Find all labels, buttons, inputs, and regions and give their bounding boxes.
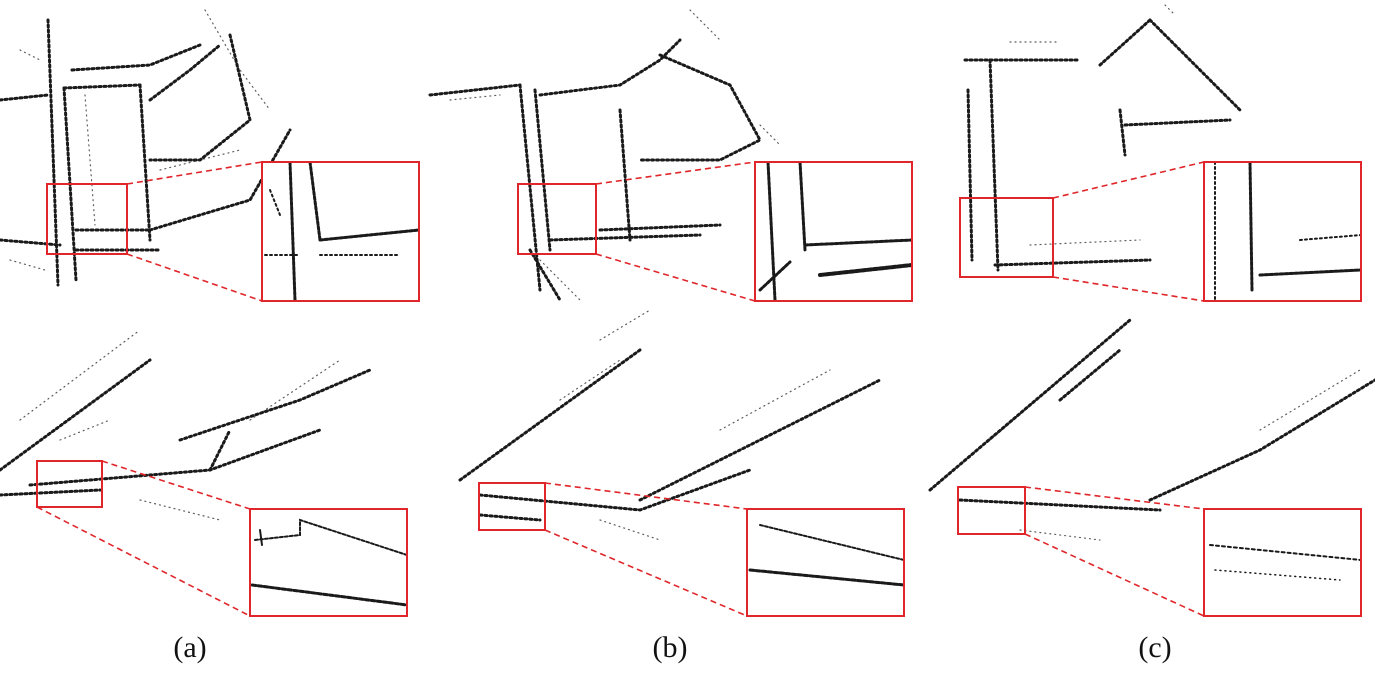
inset-b-top — [754, 161, 913, 302]
inset-a-bottom — [249, 508, 408, 617]
inset-c-bottom — [1203, 508, 1362, 617]
map-b-bottom — [458, 309, 882, 541]
map-b-top — [428, 9, 781, 302]
caption-c: (c) — [1138, 631, 1172, 664]
map-a-top — [0, 9, 292, 287]
inset-b-bottom — [746, 508, 905, 617]
inset-c-top — [1203, 161, 1362, 302]
zoom-source-boxes — [36, 183, 1054, 535]
caption-b: (b) — [652, 631, 688, 664]
caption-a: (a) — [173, 631, 207, 664]
zoom-connectors — [36, 161, 1205, 617]
map-c-top — [963, 4, 1242, 272]
map-a-bottom — [0, 329, 372, 521]
map-c-bottom — [928, 318, 1375, 541]
inset-a-top — [261, 161, 420, 302]
